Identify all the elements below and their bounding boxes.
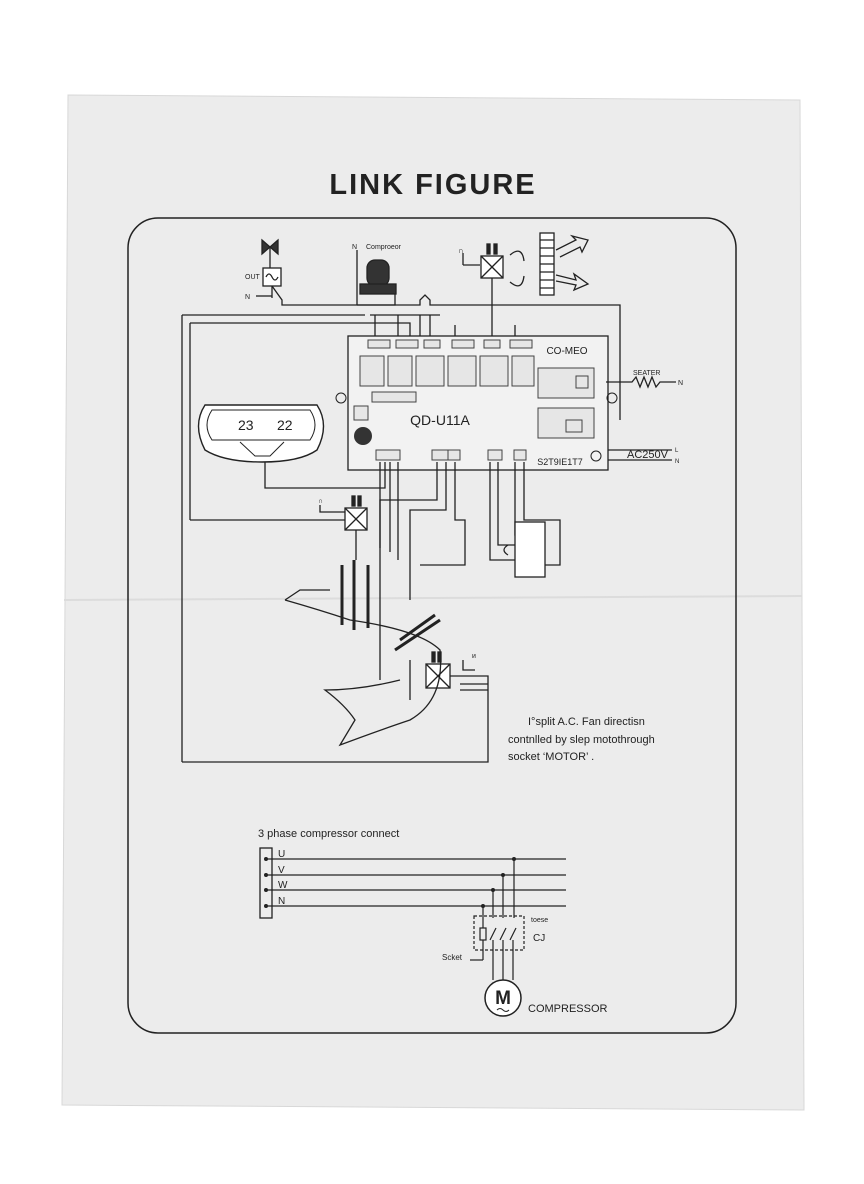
seater-n-label: N: [678, 380, 683, 387]
compressor-icon: [359, 259, 397, 295]
paper-sheet: [61, 94, 805, 1111]
cj-small-label: toese: [531, 917, 548, 924]
contactor-box: [473, 915, 525, 951]
remote-temp-left: 23: [238, 417, 254, 433]
fan-blower-icon: [539, 232, 590, 296]
cj-label: CJ: [533, 933, 545, 944]
n-compressor-label: N: [352, 244, 357, 251]
remote-temp-right: 22: [277, 417, 293, 433]
compressor-motor-label: COMPRESSOR: [528, 1003, 608, 1015]
terminal-block: [259, 847, 273, 919]
note-line-1: I°split A.C. Fan directisn: [528, 716, 645, 728]
buzzer-icon: [354, 427, 372, 445]
control-board: QD-U11A CO-MEO S2T9IE1T7: [335, 335, 618, 471]
paper-fold: [63, 595, 803, 601]
page-title: LINK FIGURE: [329, 169, 536, 201]
stepper-motor-icon: [514, 521, 546, 578]
phase-n-label: N: [278, 896, 285, 907]
note-line-2: contnlled by slep motothrough: [508, 734, 655, 746]
remote-display: 23 22: [197, 404, 325, 463]
compressor-label: Comproeor: [366, 244, 402, 251]
phase-v-label: V: [278, 865, 285, 876]
n-indoor-label: и: [472, 653, 476, 660]
ac-l-label: L: [675, 448, 679, 454]
diagram-frame: [127, 217, 737, 1034]
socket-label: Scket: [442, 953, 463, 962]
compressor-motor-icon: M: [484, 979, 522, 1017]
board-code-top: CO-MEO: [546, 346, 587, 357]
seater-label: SEATER: [633, 370, 661, 377]
n-left-label: N: [245, 294, 250, 301]
board-model: QD-U11A: [410, 412, 470, 428]
three-phase-title: 3 phase compressor connect: [258, 828, 399, 840]
n-bottom-valve-label: ∩: [318, 498, 323, 505]
valve-icon: [261, 238, 279, 268]
ac-n-label: N: [675, 459, 679, 465]
out-label: OUT: [245, 274, 261, 281]
board-code-bottom: S2T9IE1T7: [537, 457, 583, 467]
ac-label: AC250V: [627, 449, 669, 461]
motor-symbol: M: [495, 988, 511, 1009]
note-line-3: socket ‘MOTOR’ .: [508, 751, 594, 763]
phase-u-label: U: [278, 849, 285, 860]
phase-w-label: W: [278, 880, 288, 891]
n-fan-label: ∩: [458, 246, 464, 255]
